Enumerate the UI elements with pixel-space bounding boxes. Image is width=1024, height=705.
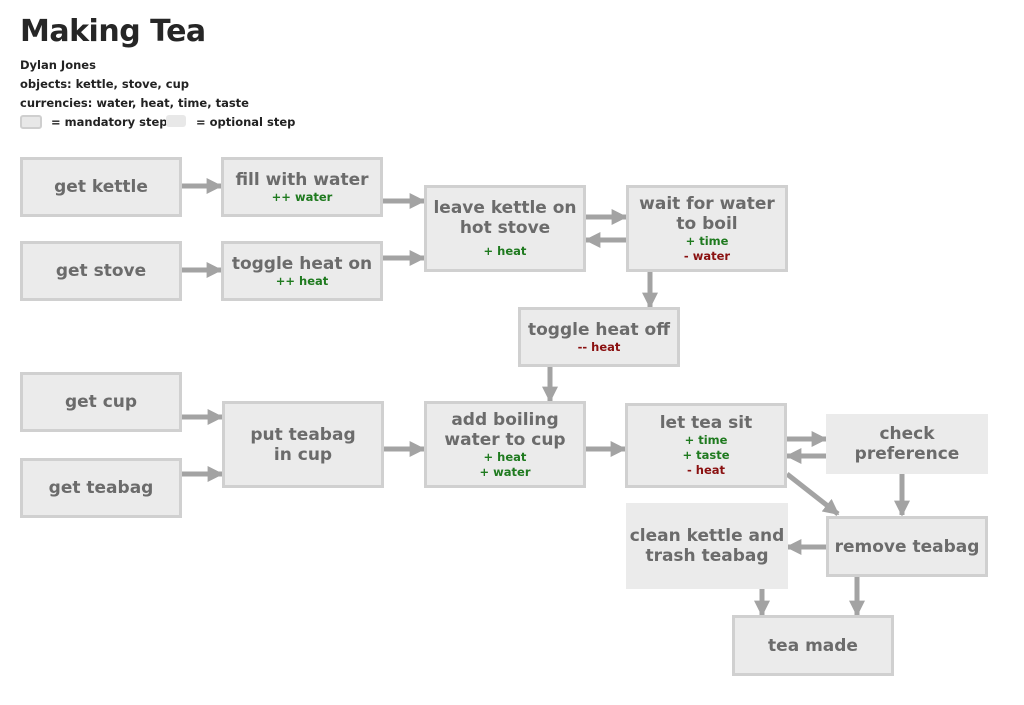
node-get-stove[interactable]: get stove bbox=[20, 241, 182, 301]
node-label: get stove bbox=[55, 261, 147, 281]
resource-change: + heat bbox=[483, 449, 527, 464]
author: Dylan Jones bbox=[20, 58, 96, 72]
node-get-cup[interactable]: get cup bbox=[20, 372, 182, 432]
node-label: fill with water bbox=[235, 169, 369, 190]
node-label: check preference bbox=[854, 424, 960, 464]
node-label: toggle heat on bbox=[231, 253, 373, 274]
resource-change: + time bbox=[685, 233, 729, 248]
resource-change: + water bbox=[479, 464, 531, 479]
node-label: add boiling water to cup bbox=[444, 409, 566, 450]
node-label: remove teabag bbox=[834, 536, 980, 557]
node-get-teabag[interactable]: get teabag bbox=[20, 458, 182, 518]
legend-mandatory-label: = mandatory step bbox=[51, 115, 168, 129]
currencies-line: currencies: water, heat, time, taste bbox=[20, 96, 249, 110]
resource-change: ++ water bbox=[271, 189, 333, 204]
node-put-teabag-in-cup[interactable]: put teabag in cup bbox=[222, 401, 384, 488]
resource-change: -- heat bbox=[577, 339, 621, 354]
objects-line: objects: kettle, stove, cup bbox=[20, 77, 190, 91]
resource-change: - water bbox=[683, 248, 731, 263]
node-let-tea-sit[interactable]: let tea sit + time + taste - heat bbox=[625, 403, 787, 488]
node-fill-with-water[interactable]: fill with water ++ water bbox=[221, 157, 383, 217]
node-toggle-heat-off[interactable]: toggle heat off -- heat bbox=[518, 307, 680, 367]
resource-change: - heat bbox=[686, 463, 726, 477]
node-label: clean kettle and trash teabag bbox=[629, 526, 785, 566]
node-label: leave kettle on hot stove bbox=[433, 198, 577, 238]
node-get-kettle[interactable]: get kettle bbox=[20, 157, 182, 217]
node-wait-for-water-to-boil[interactable]: wait for water to boil + time - water bbox=[626, 185, 788, 272]
node-label: wait for water to boil bbox=[639, 193, 775, 234]
node-toggle-heat-on[interactable]: toggle heat on ++ heat bbox=[221, 241, 383, 301]
node-label: get cup bbox=[64, 392, 138, 412]
node-label: toggle heat off bbox=[527, 319, 671, 340]
node-clean-kettle-trash-teabag[interactable]: clean kettle and trash teabag bbox=[626, 503, 788, 589]
node-remove-teabag[interactable]: remove teabag bbox=[826, 516, 988, 577]
resource-change: + time bbox=[684, 433, 728, 447]
legend-optional-label: = optional step bbox=[196, 115, 296, 129]
resource-change: + heat bbox=[483, 244, 527, 258]
node-add-boiling-water[interactable]: add boiling water to cup + heat + water bbox=[424, 401, 586, 488]
edge-let-sit-to-remove bbox=[785, 472, 840, 516]
legend-optional-swatch bbox=[166, 115, 186, 127]
node-label: let tea sit bbox=[659, 413, 753, 433]
resource-change: + taste bbox=[682, 448, 730, 462]
node-check-preference[interactable]: check preference bbox=[826, 414, 988, 474]
resource-change: ++ heat bbox=[275, 273, 329, 288]
node-tea-made[interactable]: tea made bbox=[732, 615, 894, 676]
diagram-title: Making Tea bbox=[20, 14, 206, 49]
node-label: tea made bbox=[768, 635, 858, 656]
node-label: get teabag bbox=[48, 478, 154, 498]
node-leave-kettle-on-stove[interactable]: leave kettle on hot stove + heat bbox=[424, 185, 586, 272]
node-label: put teabag in cup bbox=[250, 424, 356, 465]
node-label: get kettle bbox=[54, 177, 148, 197]
legend-mandatory-swatch bbox=[20, 115, 42, 129]
